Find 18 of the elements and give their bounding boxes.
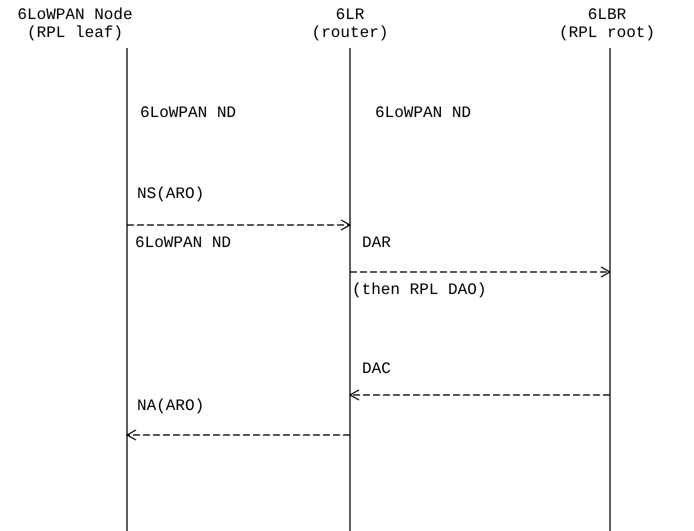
participant-role: (RPL leaf) — [26, 24, 123, 42]
participant-name: 6LBR — [588, 6, 626, 24]
message-label: DAR — [362, 234, 391, 252]
note-text: 6LoWPAN ND — [375, 104, 472, 122]
message-arrow — [127, 219, 351, 231]
message-arrow — [349, 389, 610, 401]
note-text: 6LoWPAN ND — [135, 234, 232, 252]
message-label: NS(ARO) — [137, 185, 204, 203]
note-text: 6LoWPAN ND — [140, 104, 236, 122]
message-arrow — [350, 266, 611, 278]
participant-name: 6LR — [336, 6, 364, 24]
message-arrow — [126, 429, 350, 441]
participant-role: (RPL root) — [558, 24, 655, 42]
participant-role: (router) — [312, 24, 388, 42]
participant-name: 6LoWPAN Node — [17, 6, 133, 24]
note-text: (then RPL DAO) — [352, 281, 486, 299]
message-label: DAC — [362, 360, 391, 378]
message-label: NA(ARO) — [137, 397, 204, 415]
